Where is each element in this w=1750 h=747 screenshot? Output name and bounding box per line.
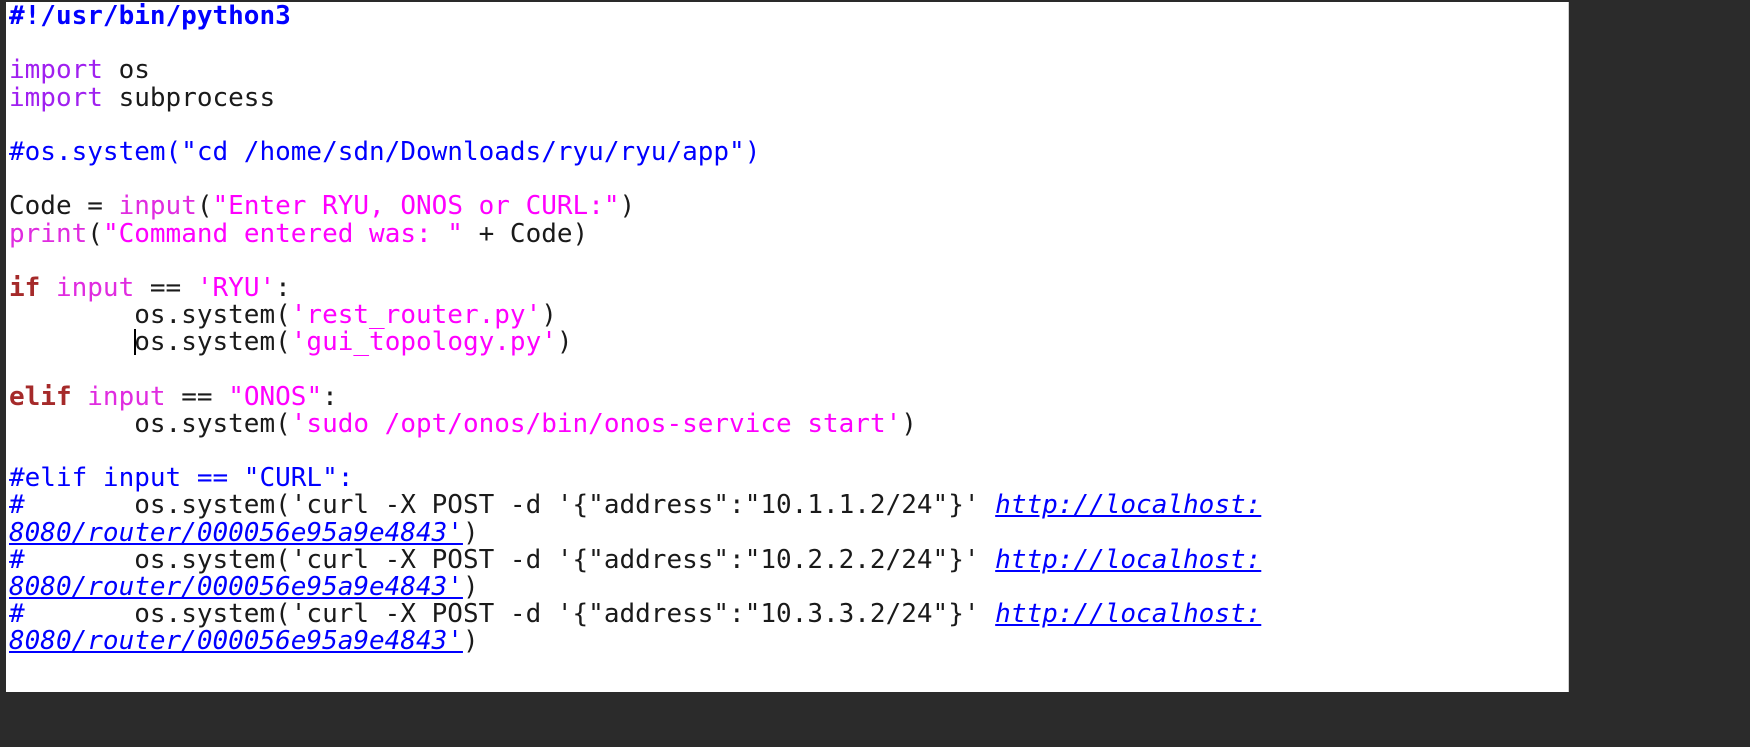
code-token-string: "ONOS" [228, 381, 323, 412]
code-token-plain: os [102, 55, 150, 86]
code-token-plain [9, 327, 134, 357]
code-token-plain: ) [462, 571, 479, 602]
code-line[interactable]: os.system('rest_router.py') [9, 300, 1261, 331]
text-cursor-caret [134, 329, 137, 356]
code-token-keyword: import [9, 82, 103, 113]
code-token-plain: os.system('curl -X POST -d '{"address":"… [24, 490, 996, 521]
code-line[interactable]: # os.system('curl -X POST -d '{"address"… [9, 601, 1261, 628]
code-token-plain: : [275, 272, 291, 303]
code-token-string: 'sudo /opt/onos/bin/onos-service start' [290, 408, 902, 439]
code-line[interactable]: #elif input == "CURL": [9, 465, 1261, 492]
code-token-plain: os.system( [134, 327, 291, 358]
background-desktop-area [1569, 0, 1750, 747]
code-line[interactable] [9, 166, 1261, 193]
code-token-builtin: input [55, 272, 135, 303]
code-line[interactable]: # os.system('curl -X POST -d '{"address"… [9, 492, 1261, 519]
code-line[interactable]: 8080/router/000056e95a9e4843') [9, 517, 1261, 548]
code-token-plain [72, 382, 88, 412]
code-token-string: "Command entered was: " [102, 218, 463, 249]
code-token-plain: ) [462, 517, 479, 548]
code-token-comment: # [9, 599, 25, 630]
code-line[interactable]: # os.system('curl -X POST -d '{"address"… [9, 544, 1262, 575]
code-line[interactable]: 8080/router/000056e95a9e4843') [9, 571, 1261, 602]
code-token-url[interactable]: http://localhost: [995, 490, 1262, 521]
background-desktop-area-bottom [0, 692, 1569, 747]
code-token-url[interactable]: http://localhost: [995, 544, 1262, 575]
code-token-plain: os.system( [9, 408, 291, 439]
code-line[interactable]: elif input == "ONOS": [9, 381, 1261, 412]
code-token-plain: == [165, 381, 229, 412]
code-token-builtin: input [87, 381, 166, 412]
code-token-plain: + Code) [462, 218, 589, 249]
code-token-url[interactable]: 8080/router/000056e95a9e4843' [9, 626, 463, 657]
code-line[interactable] [9, 30, 1261, 57]
code-line[interactable]: #os.system("cd /home/sdn/Downloads/ryu/r… [9, 136, 1261, 167]
code-token-comment: # [9, 490, 25, 521]
code-token-plain: : [322, 381, 338, 412]
code-line[interactable]: print("Command entered was: " + Code) [9, 218, 1261, 249]
code-line[interactable]: if input == 'RYU': [9, 272, 1261, 303]
code-token-url[interactable]: 8080/router/000056e95a9e4843' [9, 517, 463, 548]
code-line[interactable]: Code = input("Enter RYU, ONOS or CURL:") [9, 193, 1261, 220]
code-token-plain: ) [901, 408, 917, 439]
code-token-url[interactable]: http://localhost: [995, 599, 1262, 630]
code-token-plain: == [134, 272, 197, 303]
code-token-plain: ) [462, 626, 479, 657]
code-line[interactable]: 8080/router/000056e95a9e4843') [9, 628, 1261, 655]
code-token-comment: #os.system("cd /home/sdn/Downloads/ryu/r… [9, 136, 761, 167]
code-token-plain: subprocess [102, 82, 276, 113]
code-token-builtin: print [9, 218, 88, 249]
code-token-builtin: input [118, 191, 197, 222]
code-token-string: 'gui_topology.py' [290, 327, 557, 358]
code-token-comment: # [9, 544, 25, 575]
code-token-keyword: import [9, 55, 103, 86]
code-token-shebang: #!/usr/bin/python3 [9, 2, 291, 31]
code-line[interactable]: os.system('sudo /opt/onos/bin/onos-servi… [9, 408, 1261, 439]
code-line[interactable] [9, 438, 1261, 465]
code-token-string: 'rest_router.py' [290, 300, 542, 331]
code-token-plain: os.system('curl -X POST -d '{"address":"… [24, 599, 996, 630]
code-line[interactable]: #!/usr/bin/python3 [9, 2, 1261, 31]
code-token-plain [40, 273, 56, 303]
code-token-string: "Enter RYU, ONOS or CURL:" [212, 191, 620, 222]
code-line[interactable]: import subprocess [9, 82, 1261, 113]
code-token-keyword-bold: elif [9, 381, 72, 412]
code-token-plain: Code = [9, 191, 119, 222]
code-token-string: 'RYU' [196, 272, 276, 303]
code-token-url[interactable]: 8080/router/000056e95a9e4843' [9, 571, 463, 602]
code-line[interactable]: os.system('gui_topology.py') [9, 329, 1261, 356]
code-token-keyword-bold: if [9, 272, 41, 303]
code-line[interactable]: import os [9, 57, 1261, 84]
code-line[interactable] [9, 112, 1261, 139]
code-token-plain: os.system('curl -X POST -d '{"address":"… [24, 544, 996, 575]
code-token-plain: ) [556, 327, 573, 358]
code-line[interactable] [9, 248, 1261, 275]
code-token-comment: #elif input == "CURL": [9, 463, 354, 494]
code-token-plain: ( [87, 218, 103, 249]
code-token-plain: ) [541, 300, 557, 331]
code-token-plain: ) [619, 191, 636, 222]
code-token-plain: ( [196, 191, 213, 222]
code-token-plain: os.system( [9, 300, 291, 331]
code-line[interactable] [9, 356, 1261, 383]
